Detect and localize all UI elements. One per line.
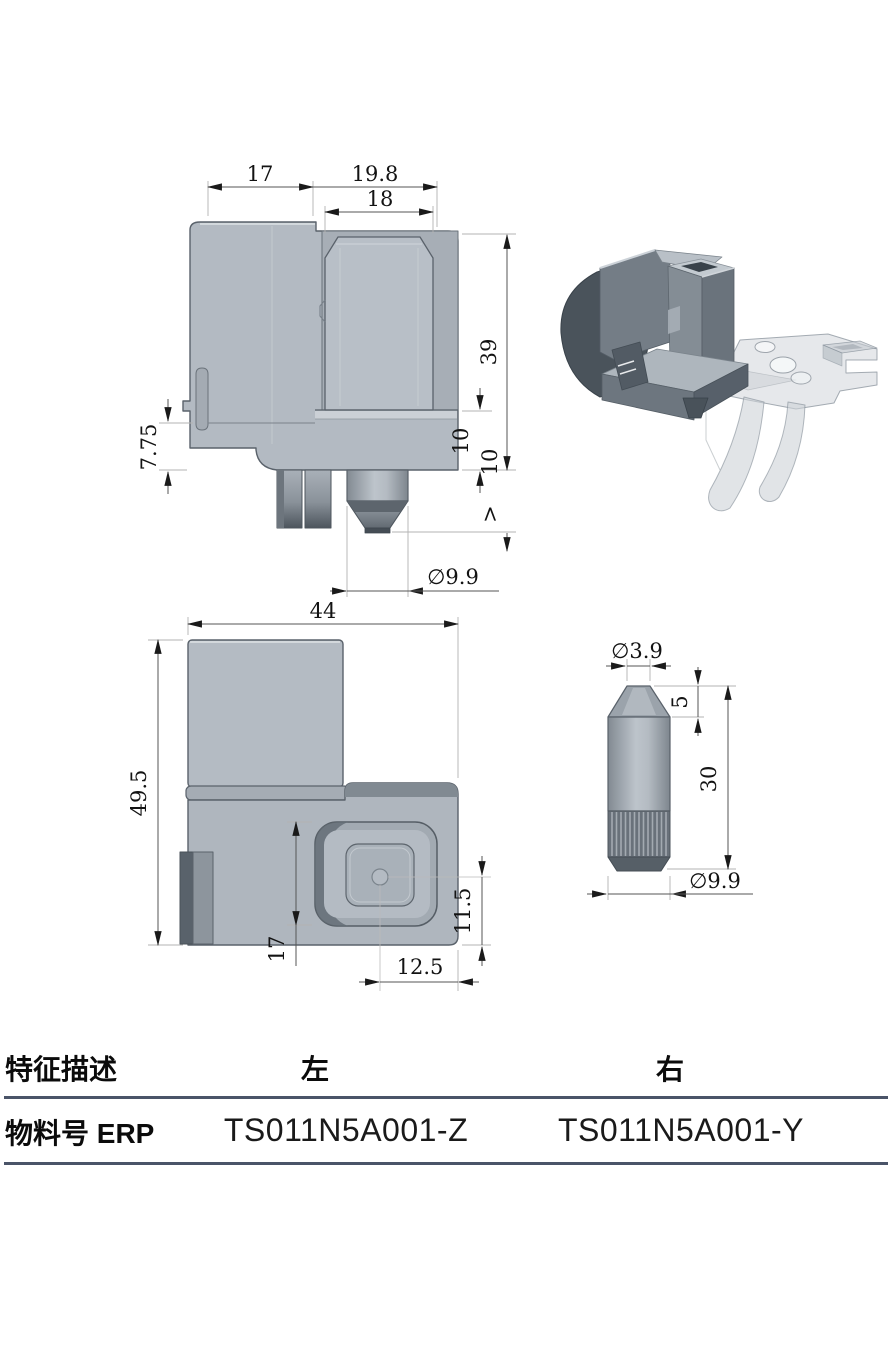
dim-front-height: 39: [477, 339, 501, 366]
dim-front-width-left: 17: [247, 162, 274, 186]
table-rule-bottom: [4, 1162, 888, 1165]
side-dimension-lines: [154, 620, 486, 986]
table-left-header: 左: [300, 1054, 330, 1085]
dim-front-pin-dia: ∅9.9: [427, 565, 479, 589]
front-view: 17 19.8 18 39 10 10 > 7.75 ∅9.9: [137, 162, 516, 597]
pin-body: [607, 716, 671, 812]
engineering-drawing: 17 19.8 18 39 10 10 > 7.75 ∅9.9: [127, 162, 878, 991]
dim-side-center-y: 11.5: [451, 888, 475, 935]
side-boss: [314, 821, 438, 927]
front-tabs: [276, 469, 332, 529]
dim-front-boss-width: 18: [367, 187, 394, 211]
dim-pin-tip-height: 5: [668, 695, 692, 708]
dim-side-boss-height: 17: [265, 936, 289, 963]
dim-front-width-right: 19.8: [352, 162, 399, 186]
iso-translucent-part: [705, 333, 878, 512]
dim-pin-body-height: 30: [697, 766, 721, 793]
front-dimension-lines: [164, 183, 511, 595]
front-pin: [346, 469, 409, 534]
table-left-part-number: TS011N5A001-Z: [223, 1112, 469, 1148]
iso-dark-part: [560, 249, 749, 421]
table-rule-top: [4, 1096, 888, 1099]
dim-side-center-x: 12.5: [397, 955, 444, 979]
table-erp-label: 物料号 ERP: [5, 1118, 155, 1149]
side-lip: [185, 785, 350, 801]
table-right-part-number: TS011N5A001-Y: [557, 1112, 805, 1148]
dim-side-height: 49.5: [127, 770, 151, 817]
side-upper-block: [187, 639, 344, 788]
side-left-tab-dark: [179, 851, 194, 945]
front-slot: [195, 367, 209, 431]
pin-bottom: [607, 856, 671, 872]
pin-view: ∅3.9 5 30 ∅9.9: [587, 639, 753, 900]
side-view: 44 49.5 17 12.5 11.5: [127, 599, 491, 991]
pin-dimension-lines: [587, 662, 753, 898]
front-boss: [324, 236, 434, 411]
side-left-tab: [192, 851, 214, 945]
dim-pin-tip-dia: ∅3.9: [611, 639, 663, 663]
dim-front-tip-note: >: [478, 505, 502, 523]
dim-pin-dia: ∅9.9: [689, 869, 741, 893]
dim-front-pin-height: 10: [478, 449, 502, 476]
table-right-header: 右: [655, 1054, 685, 1085]
dim-front-step: 7.75: [137, 424, 161, 471]
side-centerlines: [379, 876, 491, 991]
front-extension-lines: [159, 181, 516, 597]
dim-front-ledge: 10: [449, 428, 473, 455]
table-feature-header: 特征描述: [5, 1054, 118, 1085]
isometric-view: [560, 249, 878, 512]
dim-side-width: 44: [310, 599, 337, 623]
